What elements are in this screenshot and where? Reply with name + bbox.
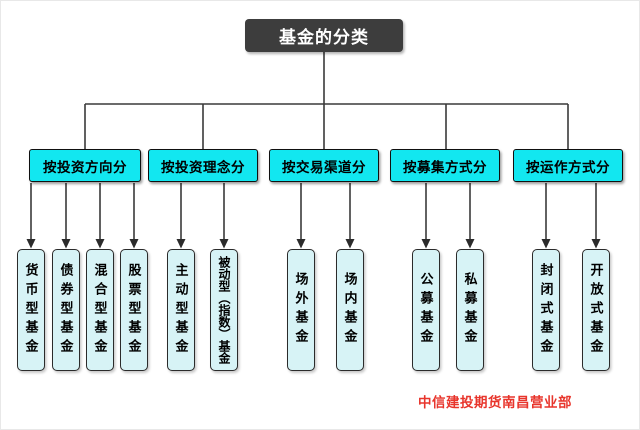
leaf-private-fund: 私募基金 <box>456 249 484 371</box>
leaf-label: 债券型基金 <box>58 262 74 358</box>
leaf-label: 货币型基金 <box>23 262 39 358</box>
category-by-trading-channel: 按交易渠道分 <box>269 149 379 182</box>
leaf-label: 股票型基金 <box>126 262 142 358</box>
leaf-label: 主动型基金 <box>173 262 189 358</box>
leaf-label: 场内基金 <box>342 272 358 348</box>
leaf-hybrid-fund: 混合型基金 <box>86 249 114 371</box>
leaf-stock-fund: 股票型基金 <box>120 249 148 371</box>
leaf-label: 私募基金 <box>462 272 478 348</box>
leaf-label: 混合型基金 <box>92 262 108 358</box>
leaf-closed-end-fund: 封闭式基金 <box>532 249 560 371</box>
leaf-arrows <box>30 183 597 241</box>
leaf-active-fund: 主动型基金 <box>167 249 195 371</box>
tree-branch-lines <box>84 52 569 149</box>
branch-watermark-text: 中信建投期货南昌营业部 <box>418 395 572 410</box>
leaf-exchange-fund: 场内基金 <box>336 249 364 371</box>
leaf-open-end-fund: 开放式基金 <box>582 249 610 371</box>
category-by-operation-method: 按运作方式分 <box>513 149 623 182</box>
category-by-investment-philosophy: 按投资理念分 <box>148 149 258 182</box>
leaf-money-market-fund: 货币型基金 <box>17 249 45 371</box>
leaf-label: 被动型（指数）基金 <box>217 256 231 364</box>
leaf-label: 封闭式基金 <box>538 262 554 358</box>
category-by-fundraising-method: 按募集方式分 <box>390 149 500 182</box>
category-by-investment-direction: 按投资方向分 <box>29 149 141 182</box>
leaf-otc-fund: 场外基金 <box>287 249 315 371</box>
leaf-label: 场外基金 <box>293 272 309 348</box>
leaf-label: 开放式基金 <box>588 262 604 358</box>
leaf-passive-index-fund: 被动型（指数）基金 <box>210 249 238 371</box>
leaf-public-fund: 公募基金 <box>412 249 440 371</box>
root-node-fund-classification: 基金的分类 <box>245 19 403 52</box>
arrowheads <box>26 239 601 249</box>
leaf-label: 公募基金 <box>418 272 434 348</box>
leaf-bond-fund: 债券型基金 <box>52 249 80 371</box>
